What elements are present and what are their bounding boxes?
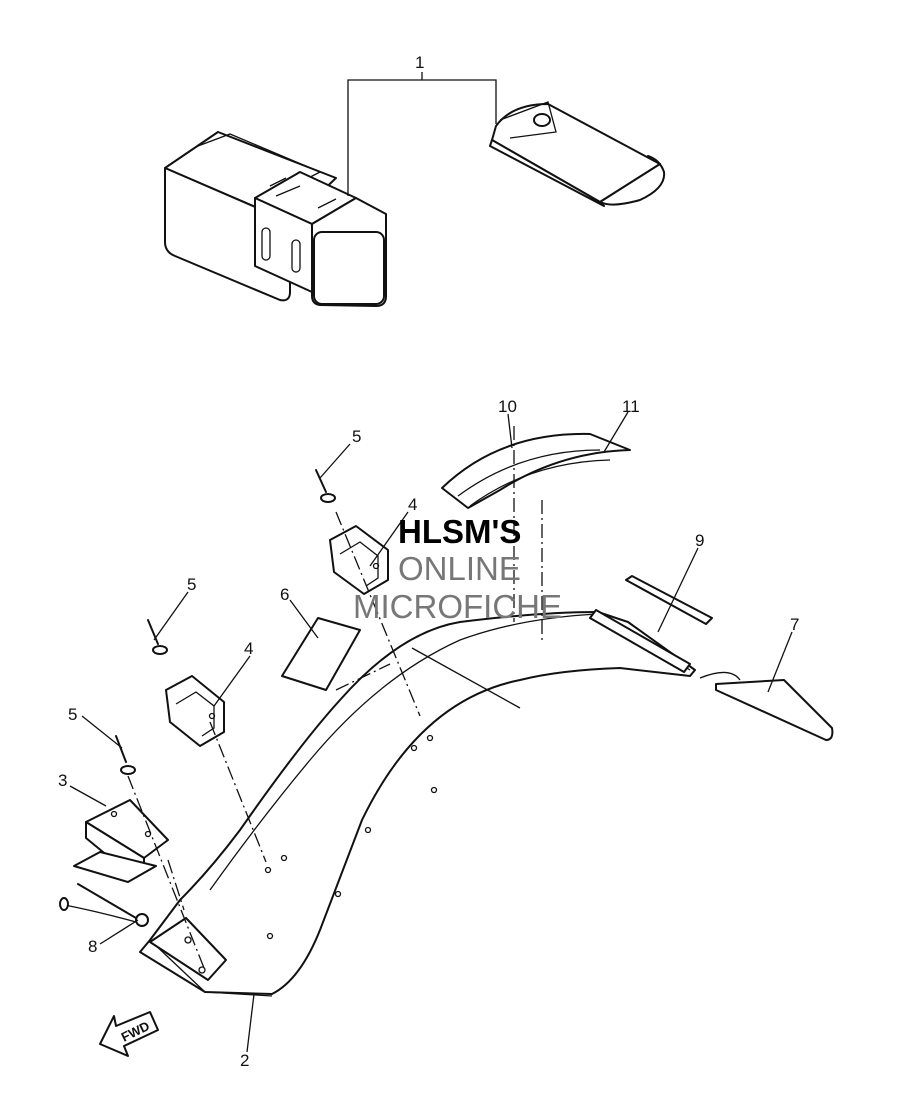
callout-5-middle: 5: [187, 575, 196, 594]
fwd-arrow: FWD: [99, 1011, 159, 1057]
watermark-line-1: HLSM'S: [398, 513, 522, 550]
rivet-lower: [115, 735, 136, 775]
clamp-upper: [329, 525, 389, 595]
trim-strips: [441, 432, 631, 509]
rear-fender: [139, 609, 696, 997]
rivet-middle: [147, 619, 168, 655]
pin: [59, 883, 149, 927]
decal: [281, 617, 361, 691]
tool-pouch: [489, 101, 666, 207]
watermark-line-2: ONLINE: [398, 550, 521, 587]
clamp-lower: [165, 675, 225, 747]
assembly-lines: [127, 426, 543, 969]
callout-6: 6: [280, 585, 289, 604]
callout-9: 9: [695, 531, 704, 550]
callout-4-lower: 4: [244, 639, 253, 658]
callout-1: 1: [415, 53, 424, 72]
callout-4-upper: 4: [408, 495, 417, 514]
callout-3: 3: [58, 771, 67, 790]
callout-10: 10: [498, 397, 517, 416]
callout-5-lower: 5: [68, 705, 77, 724]
watermark-line-3: MICROFICHE: [353, 588, 562, 625]
rubber-strip: [625, 575, 713, 625]
callout-leaders: [69, 411, 793, 1053]
hook-rod: [699, 671, 834, 741]
tool-bag: [164, 131, 387, 307]
callout-11: 11: [622, 397, 640, 416]
callout-8: 8: [88, 937, 97, 956]
fender-holes: [184, 734, 438, 974]
callout-1-bracket: [347, 72, 497, 196]
callout-2: 2: [240, 1051, 249, 1070]
callout-5-upper: 5: [352, 427, 361, 446]
rivet-upper: [315, 469, 336, 503]
callout-7: 7: [790, 615, 799, 634]
bracket: [73, 799, 169, 883]
